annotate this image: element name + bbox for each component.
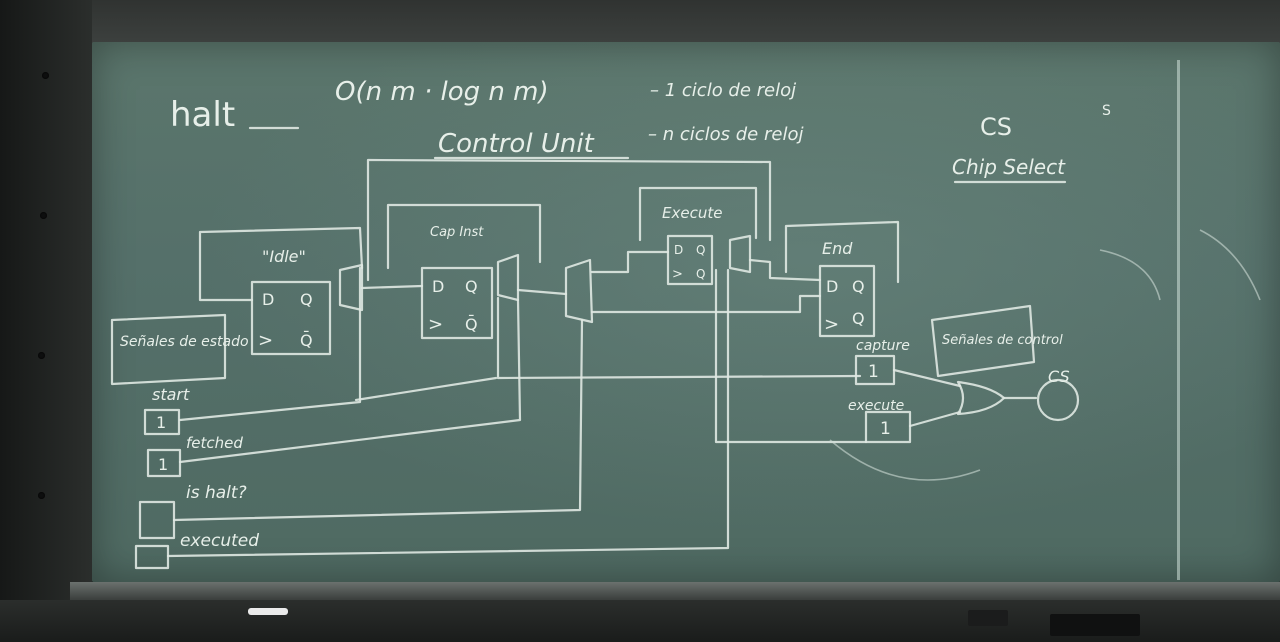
erased-trace bbox=[829, 439, 981, 481]
ff-d: D bbox=[432, 277, 444, 296]
execute-out-mux bbox=[728, 234, 752, 274]
cs-output-circle bbox=[1036, 378, 1080, 422]
capinst-state-box bbox=[386, 203, 542, 270]
execute-state-label: Execute bbox=[662, 204, 722, 222]
board-frame-left bbox=[0, 0, 92, 642]
one-cycle-label: – 1 ciclo de reloj bbox=[650, 80, 796, 101]
erased-trace bbox=[1199, 229, 1261, 301]
is-halt-label: is halt? bbox=[186, 483, 247, 503]
execute-signal-label: execute bbox=[848, 398, 904, 414]
status-signals-box bbox=[110, 313, 227, 386]
executed-box bbox=[134, 544, 170, 570]
cs-output-label: CS bbox=[1048, 367, 1070, 386]
ff-q: Q bbox=[696, 267, 705, 281]
idle-mux bbox=[338, 263, 364, 312]
wire-fetched bbox=[178, 298, 522, 464]
end-flipflop bbox=[818, 264, 876, 338]
wire-start bbox=[178, 266, 362, 422]
complexity-label: O(n m · log n m) bbox=[335, 77, 549, 107]
wire-is-halt bbox=[172, 318, 584, 522]
control-unit-title: Control Unit bbox=[438, 129, 595, 159]
ff-d: D bbox=[262, 290, 274, 309]
end-state-label: End bbox=[822, 239, 853, 258]
board-frame-top bbox=[0, 0, 1280, 46]
ff-d: D bbox=[826, 277, 838, 296]
ff-q: Q bbox=[852, 309, 865, 328]
ff-qbar: Q̄ bbox=[465, 315, 478, 334]
wire-idle-to-capinst bbox=[360, 284, 424, 290]
chip-select-title: Chip Select bbox=[952, 155, 1066, 179]
executed-label: executed bbox=[180, 531, 259, 551]
execute-signal-value: 1 bbox=[880, 419, 891, 439]
idle-state-label: "Idle" bbox=[262, 247, 306, 266]
capinst-mux bbox=[496, 253, 520, 302]
board-panel-divider bbox=[1177, 60, 1180, 580]
ff-d: D bbox=[674, 243, 683, 257]
frame-bolt bbox=[38, 352, 45, 359]
execute-mux bbox=[564, 258, 594, 324]
start-value: 1 bbox=[156, 413, 166, 432]
cs-title: CS bbox=[980, 113, 1012, 141]
wire-execute-to-end bbox=[748, 258, 822, 282]
wire-capture-to-or bbox=[892, 368, 962, 388]
status-signals-label: Señales de estado bbox=[120, 334, 249, 350]
n-cycles-label: – n ciclos de reloj bbox=[648, 124, 803, 145]
capture-value: 1 bbox=[868, 362, 879, 382]
end-state-box bbox=[784, 220, 900, 284]
feedback-wire-top bbox=[366, 158, 772, 282]
capinst-label: Cap Inst bbox=[430, 225, 484, 240]
wire-execute-to-or bbox=[908, 410, 962, 428]
execute-flipflop bbox=[666, 234, 714, 286]
is-halt-box bbox=[138, 500, 176, 540]
wire-capture-bus bbox=[496, 296, 862, 380]
control-signals-label: Señales de control bbox=[942, 333, 1063, 348]
fetched-label: fetched bbox=[186, 434, 243, 452]
capture-label: capture bbox=[856, 338, 910, 354]
start-box bbox=[143, 408, 181, 436]
ff-q: Q bbox=[696, 243, 705, 257]
eraser bbox=[968, 610, 1008, 626]
ff-clk: > bbox=[258, 330, 273, 351]
execute-state-box bbox=[638, 186, 758, 242]
ff-q: Q bbox=[300, 290, 313, 309]
idle-state-box bbox=[198, 226, 364, 302]
wire-capture-link bbox=[354, 376, 498, 402]
capinst-flipflop bbox=[420, 266, 494, 340]
start-label: start bbox=[152, 385, 190, 404]
ff-clk: > bbox=[824, 314, 839, 335]
control-signals-box bbox=[930, 304, 1036, 378]
chalk-stick bbox=[248, 608, 288, 615]
ff-clk: > bbox=[672, 267, 683, 282]
ff-qbar: Q̄ bbox=[300, 331, 313, 350]
misc-s-mark: S bbox=[1102, 103, 1111, 119]
eraser bbox=[1050, 614, 1140, 636]
wire-mux-to-end bbox=[590, 294, 822, 314]
fetched-value: 1 bbox=[158, 455, 168, 474]
ff-q: Q bbox=[465, 277, 478, 296]
chalk-tray bbox=[70, 582, 1280, 600]
frame-bolt bbox=[38, 492, 45, 499]
wire-execute-bus bbox=[714, 268, 868, 444]
idle-flipflop bbox=[250, 280, 332, 356]
wire-executed bbox=[166, 268, 730, 558]
frame-bolt bbox=[42, 72, 49, 79]
erased-trace bbox=[1099, 249, 1161, 301]
halt-label: halt bbox=[170, 95, 235, 135]
ff-clk: > bbox=[428, 314, 443, 335]
frame-bolt bbox=[40, 212, 47, 219]
ff-q: Q bbox=[852, 277, 865, 296]
wire-capinst-to-mux bbox=[516, 288, 568, 296]
or-gate bbox=[956, 380, 1006, 416]
wire-mux-to-execute bbox=[590, 250, 670, 274]
